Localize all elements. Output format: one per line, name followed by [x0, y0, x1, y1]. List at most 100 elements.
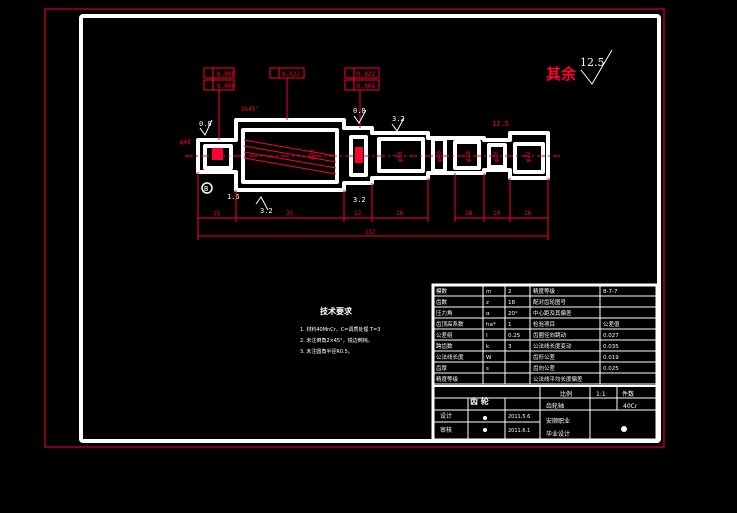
tb-sign-dot-2	[483, 428, 487, 432]
tol-right-2: 0.008	[357, 83, 375, 90]
tb-cell-r3-c2: 1	[508, 322, 512, 328]
tb-cell-r5-c0: 跨齿数	[436, 342, 453, 350]
tb-date2: 2011.6.1	[508, 428, 530, 434]
diam-mid3: φ40	[436, 151, 443, 162]
surface-symbols-icon	[199, 109, 405, 211]
roughness-label: 其余	[546, 65, 577, 83]
tb-checker-label: 审核	[440, 426, 452, 434]
tb-school: 安顺职业	[546, 417, 570, 425]
tb-qty-label: 件数	[622, 390, 634, 398]
tb-cell-r5-c4: 0.035	[603, 344, 619, 350]
note-2: 2. 未注倒角2×45°，锐边倒钝。	[300, 337, 373, 344]
outer-sheet-border	[44, 8, 665, 448]
tb-cell-r5-c1: k	[486, 344, 490, 350]
tb-designer-label: 设计	[440, 412, 452, 420]
tb-cell-r7-c1: s	[486, 366, 489, 372]
dimension-lines	[197, 172, 549, 240]
note-3: 3. 未注圆角半径R0.5。	[300, 348, 353, 355]
tb-cell-r3-c0: 齿顶高系数	[436, 320, 464, 328]
tb-scale-value: 1:1	[596, 391, 606, 398]
tb-cell-r3-c4: 公差值	[603, 320, 620, 328]
note-1: 1. 材料40MnCr，C=调质处理 T=3	[300, 326, 380, 333]
dim-3: 12	[354, 210, 362, 217]
tolerance-frames	[203, 67, 380, 140]
shaft-section-left	[203, 144, 233, 170]
diam-left: φ45	[180, 139, 191, 146]
tol-left-2: 0.008	[217, 83, 235, 90]
shaft-section-large	[241, 128, 339, 184]
tb-cell-r7-c0: 齿厚	[436, 365, 448, 372]
tb-cell-r1-c0: 齿数	[436, 298, 448, 306]
tb-cell-r2-c1: α	[486, 311, 490, 317]
tol-left-1: 0.008	[217, 71, 235, 78]
keyway-right	[355, 147, 363, 163]
roughness-value: 12.5	[580, 56, 605, 69]
surf-g: 12.5	[492, 120, 509, 128]
tb-cell-r2-c2: 20°	[508, 311, 518, 317]
tb-cell-r4-c3: 齿圈径向跳动	[533, 331, 567, 339]
shaft-section-mid	[377, 137, 425, 173]
diam-right2: φ25	[493, 151, 500, 162]
roughness-note: 其余 12.5	[546, 49, 613, 85]
shaft-section-groove	[431, 137, 447, 173]
tb-sign-dot-1	[483, 416, 487, 420]
gear-helix-lines	[243, 139, 337, 175]
roughness-symbol-icon	[580, 49, 613, 85]
datum-circle-icon	[201, 182, 213, 194]
tol-mid-1: 0.022	[282, 71, 300, 78]
shaft-section-right3	[513, 142, 545, 174]
tb-cell-r5-c2: 3	[508, 344, 512, 350]
dim-2: 35	[286, 210, 294, 217]
tb-cell-r7-c4: 0.025	[603, 366, 619, 372]
datum-letter: B	[204, 185, 208, 193]
tb-cell-r0-c4: 8-7-7	[603, 289, 618, 295]
dim-4: 18	[396, 210, 404, 217]
tb-scale-label: 比例	[560, 390, 572, 398]
tb-cell-r2-c0: 压力角	[436, 309, 453, 317]
tb-cell-r5-c3: 公法线长度变动	[533, 342, 572, 350]
diam-mid2: φ55	[397, 151, 404, 162]
surf-f: 1.6	[227, 193, 240, 201]
tb-cell-r0-c3: 精度等级	[533, 287, 556, 295]
tb-cell-r4-c4: 0.027	[603, 333, 619, 339]
tb-cell-r1-c3: 配对齿轮图号	[533, 298, 567, 306]
tb-cell-r4-c2: 0.25	[508, 333, 521, 339]
tb-cell-r0-c2: 2	[508, 289, 512, 295]
tb-heading: 齿 轮	[470, 396, 489, 406]
dim-5: 18	[465, 210, 473, 217]
dim-7: 18	[524, 210, 532, 217]
tb-cell-r3-c3: 检验项目	[533, 320, 555, 328]
tol-right-1: 0.022	[357, 71, 375, 78]
diam-right3: φ22	[525, 151, 532, 162]
shaft-section-right1	[453, 140, 481, 170]
dim-total: 137	[365, 229, 376, 236]
tb-cell-r2-c3: 中心距及其偏差	[533, 309, 572, 317]
tb-sign-dot-3	[621, 426, 627, 432]
tb-cell-r8-c0: 精度等级	[436, 375, 459, 383]
tb-date1: 2011.5.6	[508, 414, 530, 420]
chamfer-label: 2x45°	[241, 106, 259, 113]
drawing-frame	[79, 14, 661, 443]
tb-cell-r1-c2: 18	[508, 300, 515, 306]
dim-1: 15	[213, 210, 221, 217]
tb-cell-r3-c1: ha*	[486, 322, 496, 328]
tb-project: 毕业设计	[546, 430, 570, 438]
tb-drawing-name: 齿轮轴	[546, 402, 564, 410]
tb-cell-r0-c1: m	[486, 289, 491, 295]
tb-cell-r4-c1: Ⅰ	[486, 333, 488, 339]
technical-notes: 技术要求 1. 材料40MnCr，C=调质处理 T=3 2. 未注倒角2×45°…	[300, 306, 380, 355]
diam-right1: φ30	[465, 151, 472, 162]
tb-cell-r6-c3: 齿形公差	[533, 353, 556, 361]
surf-e: 3.2	[353, 196, 366, 204]
keyway-left	[212, 148, 223, 160]
tb-cell-r0-c0: 模数	[436, 287, 448, 295]
surf-d: 3.2	[260, 207, 273, 215]
tb-cell-r6-c4: 0.019	[603, 355, 619, 361]
tb-cell-r7-c3: 齿向公差	[533, 364, 556, 372]
tb-cell-r6-c1: W	[486, 355, 492, 361]
tb-cell-r6-c0: 公法线长度	[436, 353, 464, 361]
tb-cell-r8-c3: 公法线平均长度偏差	[533, 375, 583, 383]
diam-center: φ35	[309, 149, 316, 160]
surf-c: 3.2	[392, 115, 405, 123]
